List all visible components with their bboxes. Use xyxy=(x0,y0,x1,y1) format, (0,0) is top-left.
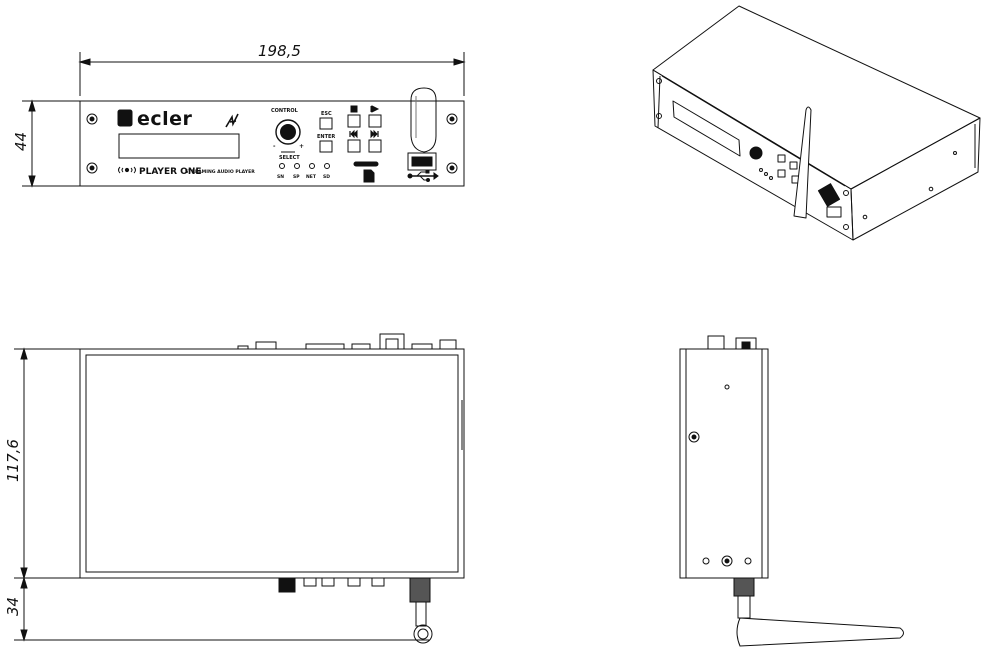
esc-button xyxy=(319,117,333,130)
side-view xyxy=(679,335,904,647)
antenna-front-icon xyxy=(410,87,437,153)
iso-display xyxy=(672,100,741,157)
panel-screw xyxy=(446,113,458,125)
ecler-logo-icon xyxy=(117,109,133,127)
iso-button xyxy=(777,154,786,163)
enter-button xyxy=(319,140,333,153)
iso-antenna-icon xyxy=(793,106,812,219)
stop-button xyxy=(347,114,361,128)
iso-knob xyxy=(749,146,763,160)
panel-screw xyxy=(86,162,98,174)
height-front-label: 44 xyxy=(12,132,30,151)
side-antenna-base xyxy=(733,577,755,597)
sd-card-icon xyxy=(363,169,375,183)
top-view-outline xyxy=(79,348,465,579)
panel-screw xyxy=(86,113,98,125)
play-icon xyxy=(371,105,380,113)
led-label: NET xyxy=(306,174,317,180)
wireless-icon xyxy=(118,166,124,174)
enter-label: ENTER xyxy=(317,134,335,140)
panel-screw xyxy=(446,162,458,174)
control-knob-cap xyxy=(280,124,296,140)
stop-icon xyxy=(350,105,358,113)
antenna-dimension: 34 xyxy=(4,576,430,642)
led-label: SD xyxy=(323,174,330,180)
usb-icon xyxy=(407,169,439,182)
play-button xyxy=(368,114,382,128)
iso-antenna-base xyxy=(817,183,841,207)
depth-label: 117,6 xyxy=(4,439,22,482)
rear-connector xyxy=(379,333,405,350)
signature-mark-icon xyxy=(225,113,239,128)
led-label: SP xyxy=(293,174,300,180)
height-front-dimension: 44 xyxy=(12,99,80,188)
led-sn xyxy=(279,163,285,169)
side-view-outline xyxy=(679,348,769,579)
minus-label: - xyxy=(273,143,276,150)
brand-name: ecler xyxy=(137,108,193,130)
next-icon xyxy=(370,129,379,139)
next-button xyxy=(368,139,382,153)
iso-usb-port xyxy=(826,206,842,218)
led-label: SN xyxy=(277,174,284,180)
previous-icon xyxy=(349,129,358,139)
side-antenna-icon xyxy=(736,617,904,647)
previous-button xyxy=(347,139,361,153)
product-name: PLAYER ONE xyxy=(139,167,202,177)
iso-button xyxy=(789,161,798,170)
front-view: 198,5 44 ecler PLAYER ONE STREAMING A xyxy=(12,42,466,188)
iso-button xyxy=(777,169,786,178)
led-sd xyxy=(324,163,330,169)
control-knob xyxy=(275,119,301,145)
iso-side-face xyxy=(850,117,981,241)
top-knob xyxy=(278,577,296,593)
top-antenna-tip xyxy=(413,624,433,644)
wireless-icon xyxy=(130,166,136,174)
front-panel-outline xyxy=(79,100,465,187)
led-sp xyxy=(294,163,300,169)
width-label: 198,5 xyxy=(258,42,301,60)
plus-label: + xyxy=(299,143,304,150)
top-antenna-base xyxy=(409,577,431,603)
antenna-label: 34 xyxy=(4,597,22,616)
wireless-dot-icon xyxy=(124,167,130,173)
usb-port xyxy=(407,152,437,171)
esc-label: ESC xyxy=(321,111,332,117)
iso-top-face xyxy=(652,5,981,190)
sd-card-slot xyxy=(353,161,379,167)
isometric-view xyxy=(652,5,981,241)
led-net xyxy=(309,163,315,169)
lcd-display xyxy=(118,133,240,159)
width-dimension: 198,5 xyxy=(78,42,466,96)
control-label: CONTROL xyxy=(271,108,299,114)
depth-dimension: 117,6 xyxy=(4,347,80,580)
select-label: SELECT xyxy=(279,155,300,161)
product-subtitle: STREAMING AUDIO PLAYER xyxy=(185,169,255,175)
top-view: 117,6 34 xyxy=(4,333,465,644)
